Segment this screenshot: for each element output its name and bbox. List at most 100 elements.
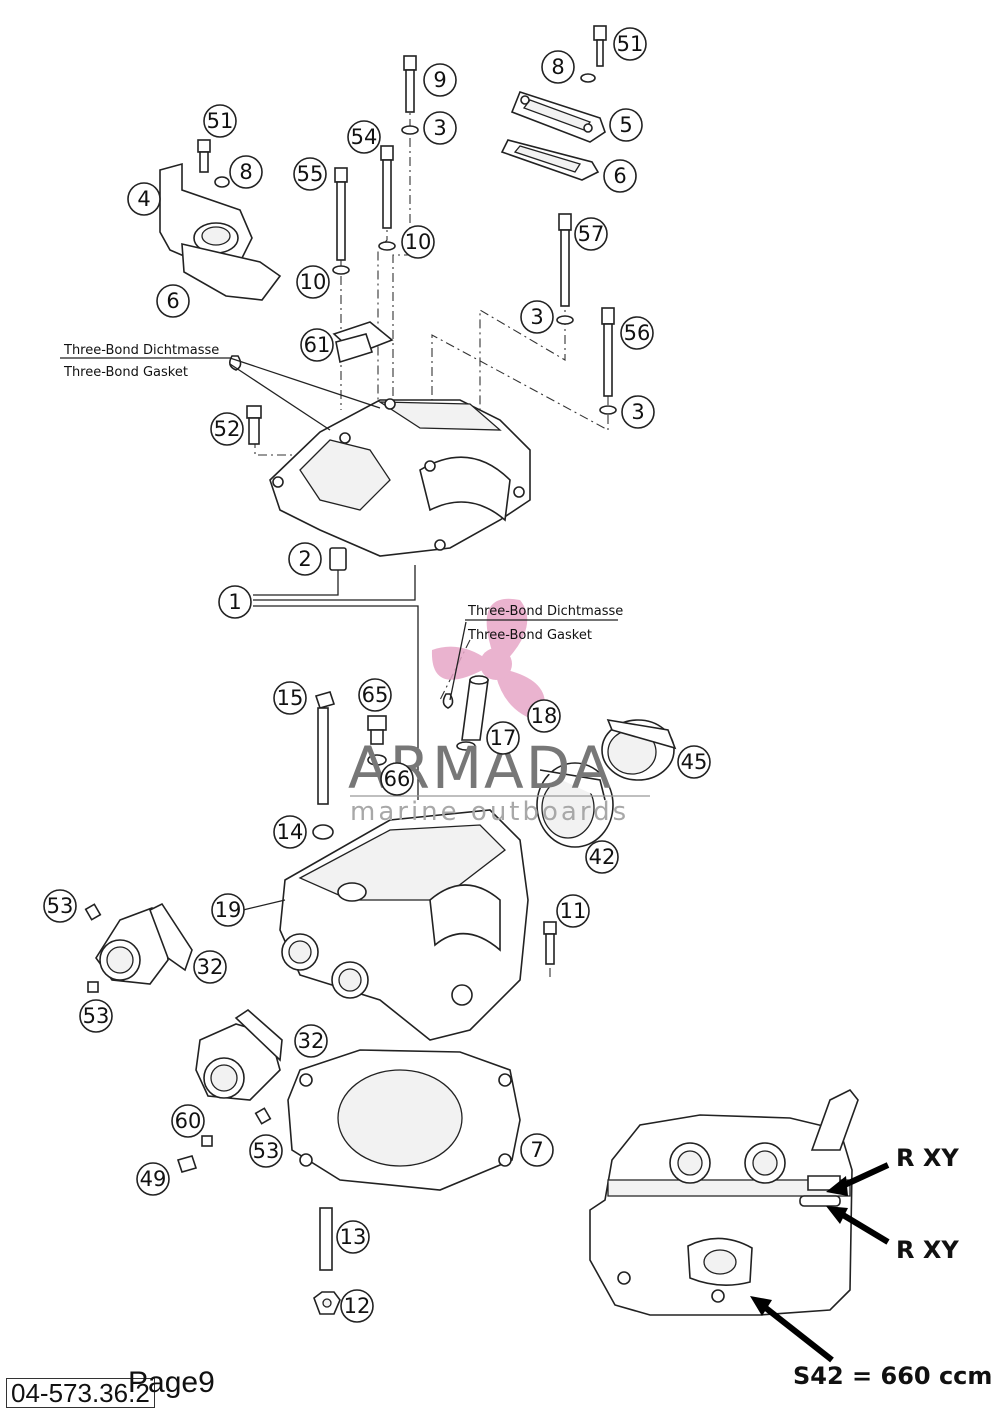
inset-label-mid: R XY bbox=[896, 1236, 959, 1264]
note-mid-line1: Three-Bond Dichtmasse bbox=[467, 604, 623, 619]
callout-57: 57 bbox=[574, 217, 608, 251]
oring-66 bbox=[367, 754, 387, 766]
bolt-56 bbox=[599, 307, 617, 415]
svg-text:10: 10 bbox=[405, 230, 432, 254]
callout-13: 13 bbox=[336, 1220, 370, 1254]
svg-text:53: 53 bbox=[83, 1004, 110, 1028]
screws-53-60-49 bbox=[84, 903, 272, 1173]
callout-8: 8 bbox=[541, 50, 575, 84]
callout-3: 3 bbox=[423, 111, 457, 145]
svg-text:57: 57 bbox=[578, 222, 605, 246]
svg-text:52: 52 bbox=[214, 417, 241, 441]
plug-2 bbox=[329, 547, 347, 571]
svg-text:9: 9 bbox=[433, 68, 446, 92]
svg-text:10: 10 bbox=[300, 270, 327, 294]
bolt-11 bbox=[543, 921, 557, 965]
callout-8: 8 bbox=[229, 155, 263, 189]
callout-51: 51 bbox=[613, 27, 647, 61]
callout-42: 42 bbox=[585, 840, 619, 874]
bolt-15 bbox=[314, 691, 336, 805]
svg-text:3: 3 bbox=[530, 305, 543, 329]
svg-text:19: 19 bbox=[215, 898, 242, 922]
watermark-subtitle: marine outboards bbox=[350, 797, 629, 827]
intake-boot-45 bbox=[601, 718, 677, 781]
svg-text:55: 55 bbox=[297, 162, 324, 186]
svg-text:54: 54 bbox=[351, 125, 378, 149]
inset-label-bottom: S42 = 660 ccm bbox=[793, 1362, 992, 1390]
callout-7: 7 bbox=[520, 1133, 554, 1167]
bolt-55 bbox=[332, 167, 350, 275]
callout-3: 3 bbox=[520, 300, 554, 334]
svg-text:18: 18 bbox=[531, 704, 558, 728]
camshaft-housing bbox=[269, 398, 531, 557]
plug-65 bbox=[367, 715, 387, 745]
cover-61 bbox=[332, 321, 394, 364]
svg-text:56: 56 bbox=[624, 321, 651, 345]
callout-53: 53 bbox=[249, 1134, 283, 1168]
svg-text:51: 51 bbox=[207, 109, 234, 133]
callout-52: 52 bbox=[210, 412, 244, 446]
washer-8-left bbox=[214, 176, 230, 188]
callout-4: 4 bbox=[127, 182, 161, 216]
callout-55: 55 bbox=[293, 157, 327, 191]
document-code: 04-573.36.2 bbox=[6, 1378, 155, 1408]
callout-9: 9 bbox=[423, 63, 457, 97]
bolt-51-top bbox=[593, 25, 607, 67]
callout-6: 6 bbox=[156, 284, 190, 318]
svg-text:42: 42 bbox=[589, 845, 616, 869]
svg-text:6: 6 bbox=[166, 289, 179, 313]
cover-plate-5 bbox=[510, 91, 606, 143]
callout-53: 53 bbox=[79, 999, 113, 1033]
callout-32: 32 bbox=[193, 950, 227, 984]
oring-17 bbox=[456, 741, 476, 751]
svg-text:4: 4 bbox=[137, 187, 150, 211]
bolt-52 bbox=[246, 405, 262, 445]
svg-text:61: 61 bbox=[304, 333, 331, 357]
svg-text:53: 53 bbox=[47, 894, 74, 918]
head-gasket-7 bbox=[287, 1049, 521, 1191]
washer-14 bbox=[312, 824, 334, 840]
callout-3: 3 bbox=[621, 395, 655, 429]
bolt-51-left bbox=[197, 139, 211, 173]
callout-1: 1 bbox=[218, 585, 252, 619]
callout-54: 54 bbox=[347, 120, 381, 154]
svg-text:65: 65 bbox=[362, 683, 389, 707]
svg-text:2: 2 bbox=[298, 547, 311, 571]
svg-text:32: 32 bbox=[197, 955, 224, 979]
svg-text:6: 6 bbox=[613, 164, 626, 188]
callout-10: 10 bbox=[401, 225, 435, 259]
leader-lines bbox=[60, 357, 618, 911]
callout-11: 11 bbox=[556, 894, 590, 928]
callout-14: 14 bbox=[273, 815, 307, 849]
callout-15: 15 bbox=[273, 681, 307, 715]
nut-12 bbox=[313, 1291, 341, 1315]
callout-32: 32 bbox=[294, 1024, 328, 1058]
stud-13 bbox=[319, 1207, 333, 1271]
callouts: 51 8 5 6 9 3 54 10 55 10 51 8 4 6 57 3 5… bbox=[43, 27, 711, 1323]
svg-text:66: 66 bbox=[384, 767, 411, 791]
callout-53: 53 bbox=[43, 889, 77, 923]
svg-text:12: 12 bbox=[344, 1294, 371, 1318]
svg-text:13: 13 bbox=[340, 1225, 367, 1249]
callout-6: 6 bbox=[603, 159, 637, 193]
callout-66: 66 bbox=[380, 762, 414, 796]
callout-51: 51 bbox=[203, 104, 237, 138]
bolt-9 bbox=[401, 55, 419, 135]
callout-19: 19 bbox=[211, 893, 245, 927]
callout-60: 60 bbox=[171, 1104, 205, 1138]
svg-text:49: 49 bbox=[140, 1167, 167, 1191]
cylinder-head-19 bbox=[279, 809, 529, 1041]
svg-text:45: 45 bbox=[681, 750, 708, 774]
callout-56: 56 bbox=[620, 316, 654, 350]
intake-flange-32b bbox=[195, 1008, 283, 1101]
svg-text:14: 14 bbox=[277, 820, 304, 844]
callout-49: 49 bbox=[136, 1162, 170, 1196]
callout-2: 2 bbox=[288, 542, 322, 576]
callout-5: 5 bbox=[609, 108, 643, 142]
svg-text:8: 8 bbox=[239, 160, 252, 184]
callout-65: 65 bbox=[358, 678, 392, 712]
page-number: Page9 bbox=[128, 1366, 215, 1399]
washer-8-top bbox=[580, 73, 596, 83]
svg-text:32: 32 bbox=[298, 1029, 325, 1053]
intake-ring-42 bbox=[536, 762, 614, 848]
